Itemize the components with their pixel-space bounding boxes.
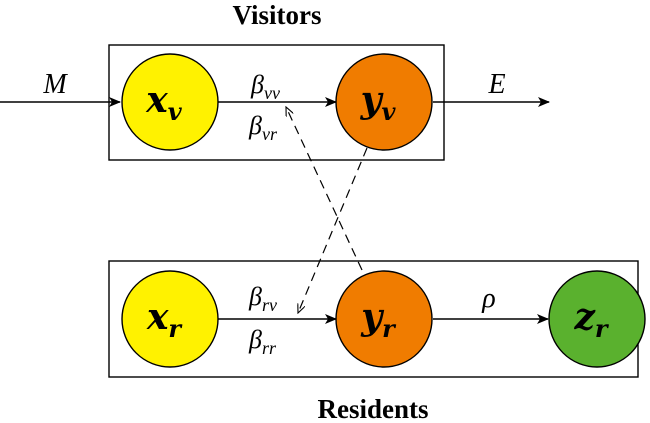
node-zr (548, 270, 646, 368)
residents-title: Residents (317, 394, 428, 423)
inflow-label: M (42, 69, 68, 100)
node-yr (335, 270, 433, 368)
node-yr-symbol: yr (360, 296, 397, 343)
node-yv-symbol: yv (360, 79, 397, 126)
visitors-title: Visitors (233, 0, 322, 30)
node-xr (121, 270, 219, 368)
outflow-label: E (487, 69, 505, 100)
beta-rr-label: βrr (248, 325, 277, 358)
node-xv (121, 53, 219, 151)
rho-label: ρ (481, 283, 495, 314)
node-zr-symbol: zr (573, 296, 609, 343)
beta-rv-label: βrv (248, 282, 277, 315)
beta-vr-label: βvr (248, 111, 278, 144)
node-yv (335, 53, 433, 151)
node-xv-symbol: xv (145, 79, 182, 126)
node-xr-symbol: xr (146, 296, 183, 343)
beta-vv-label: βvv (250, 70, 280, 103)
